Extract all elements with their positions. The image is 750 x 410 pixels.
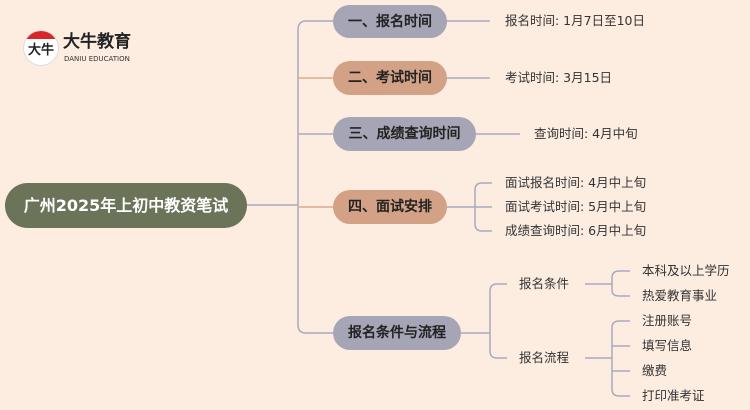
leaf-process-print-ticket: 打印准考证: [642, 388, 705, 403]
logo-name: 大牛教育: [63, 32, 131, 52]
leaf-process-register: 注册账号: [642, 313, 693, 328]
logo-icon: 大牛: [23, 30, 59, 66]
leaf-registration-time: 报名时间: 1月7日至10日: [505, 13, 645, 28]
leaf-query-time: 查询时间: 4月中旬: [534, 126, 638, 141]
leaf-condition-degree: 本科及以上学历: [642, 263, 730, 278]
sub-branch-process[interactable]: 报名流程: [519, 350, 570, 365]
logo-subtitle: DANIU EDUCATION: [64, 55, 130, 63]
leaf-interview-score: 成绩查询时间: 6月中上旬: [505, 223, 647, 238]
root-node[interactable]: 广州2025年上初中教资笔试: [5, 183, 247, 228]
branch-exam-time[interactable]: 二、考试时间: [333, 61, 447, 95]
branch-registration-time[interactable]: 一、报名时间: [333, 5, 447, 38]
leaf-exam-time: 考试时间: 3月15日: [505, 70, 613, 85]
branch-conditions-process[interactable]: 报名条件与流程: [333, 316, 461, 350]
branch-score-query-time[interactable]: 三、成绩查询时间: [333, 117, 476, 151]
sub-branch-conditions[interactable]: 报名条件: [519, 276, 570, 291]
logo-mark: 大牛: [28, 43, 55, 58]
leaf-interview-registration: 面试报名时间: 4月中上旬: [505, 175, 647, 190]
leaf-process-fill-info: 填写信息: [642, 338, 693, 353]
leaf-process-pay: 缴费: [642, 363, 668, 378]
branch-interview[interactable]: 四、面试安排: [333, 190, 447, 224]
logo: 大牛 大牛教育 DANIU EDUCATION: [23, 30, 143, 70]
leaf-interview-exam: 面试考试时间: 5月中上旬: [505, 199, 647, 214]
leaf-condition-passion: 热爱教育事业: [642, 288, 718, 303]
